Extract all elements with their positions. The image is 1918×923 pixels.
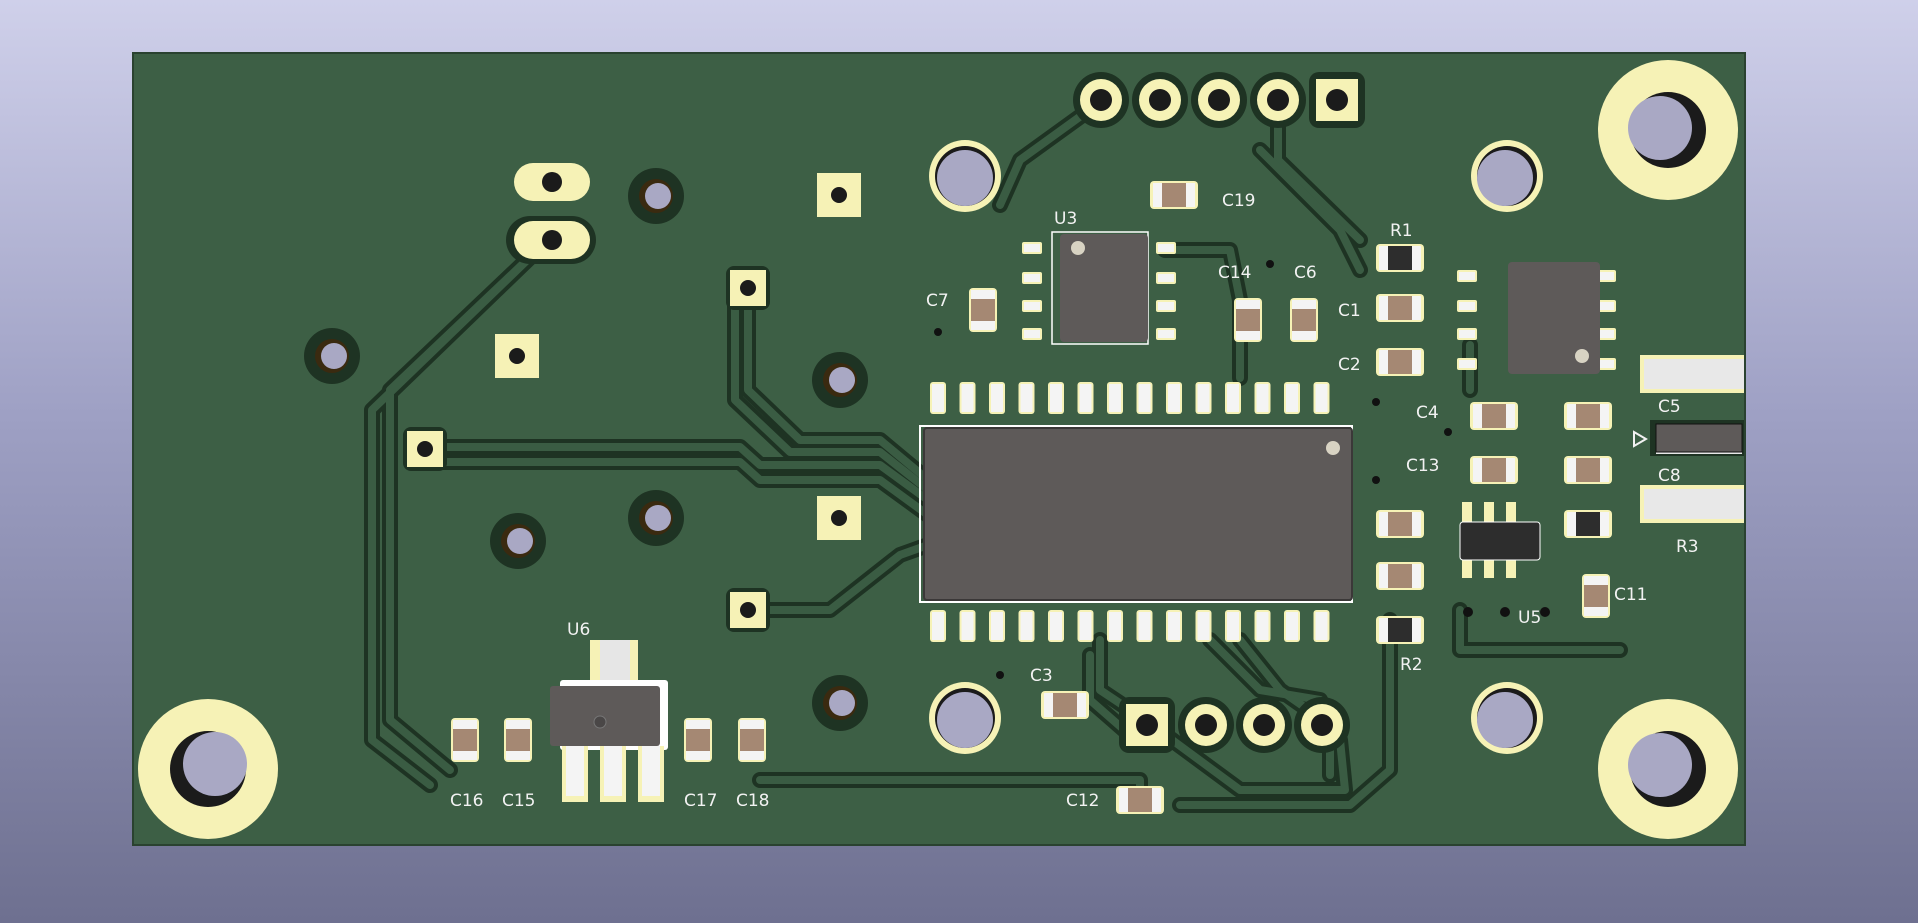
label-c6: C6	[1294, 263, 1317, 283]
header-connector-bottom	[1119, 697, 1350, 753]
oval-pads	[506, 163, 596, 264]
label-c14: C14	[1218, 263, 1252, 283]
label-r3: R3	[1676, 537, 1699, 557]
label-c3: C3	[1030, 666, 1053, 686]
vias	[304, 168, 868, 731]
ic-right-soic	[1457, 262, 1616, 374]
label-c18: C18	[736, 791, 770, 811]
label-r1: R1	[1390, 221, 1413, 241]
label-u5: U5	[1518, 608, 1541, 628]
label-u3: U3	[1054, 209, 1077, 229]
label-c7: C7	[926, 291, 949, 311]
ic-u3	[1022, 231, 1176, 345]
silkscreen-labels: C19 U3 R1 C7 C14 C6 C1 C2 C4 C5 C13 C8 R…	[450, 191, 1699, 811]
label-r2: R2	[1400, 655, 1423, 675]
label-c15: C15	[502, 791, 536, 811]
label-c1: C1	[1338, 301, 1361, 321]
micro-vias	[934, 260, 1550, 679]
label-c13: C13	[1406, 456, 1440, 476]
label-c12: C12	[1066, 791, 1100, 811]
regulator-u6	[550, 640, 668, 802]
label-c17: C17	[684, 791, 718, 811]
medium-holes	[929, 140, 1543, 754]
ic-u5	[1459, 502, 1541, 578]
ic-main-soic	[919, 382, 1353, 642]
label-u6: U6	[567, 620, 590, 640]
label-c19: C19	[1222, 191, 1256, 211]
connector-r3-pads	[1633, 355, 1744, 523]
label-c4: C4	[1416, 403, 1439, 423]
label-c2: C2	[1338, 355, 1361, 375]
label-c8: C8	[1658, 466, 1681, 486]
header-connector-top	[1073, 72, 1365, 128]
square-pads	[403, 173, 861, 632]
label-c11: C11	[1614, 585, 1648, 605]
label-c5: C5	[1658, 397, 1681, 417]
label-c16: C16	[450, 791, 484, 811]
mounting-holes	[138, 60, 1738, 839]
